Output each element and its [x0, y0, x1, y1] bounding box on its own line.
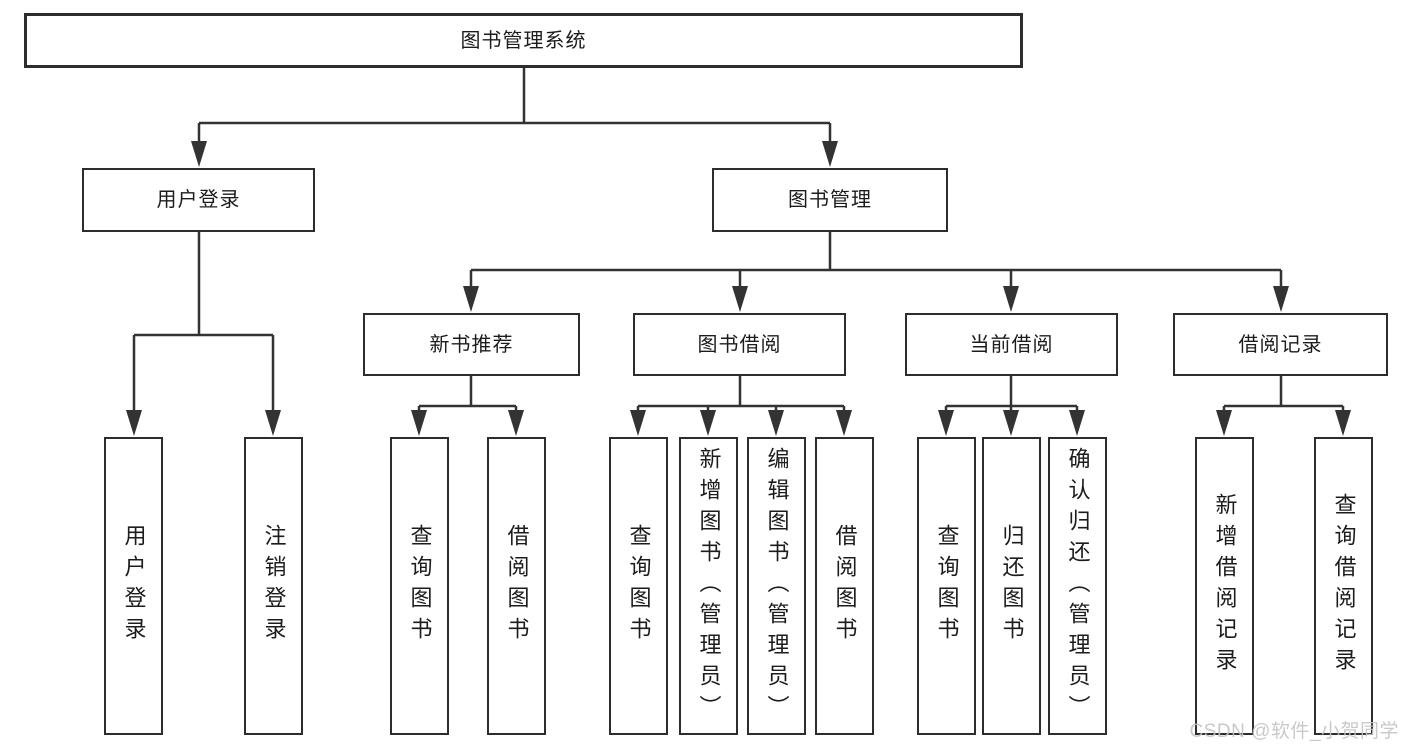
leaf-add-book-admin: 新增图书（管理员）: [679, 437, 738, 735]
node-book-management: 图书管理: [712, 168, 948, 232]
node-current-borrow: 当前借阅: [905, 313, 1118, 376]
node-label: 用户登录: [156, 189, 241, 211]
leaf-borrow-books: 借阅图书: [815, 437, 874, 735]
leaf-confirm-return-admin: 确认归还（管理员）: [1048, 437, 1107, 735]
node-label: 查询借阅记录: [1331, 493, 1357, 679]
node-label: 新书推荐: [429, 333, 514, 356]
node-label: 图书借阅: [697, 333, 782, 356]
leaf-query-books-borrow: 查询图书: [609, 437, 668, 735]
node-label: 图书管理系统: [460, 29, 587, 52]
node-label: 编辑图书（管理员）: [764, 446, 790, 726]
leaf-query-books-current: 查询图书: [917, 437, 976, 735]
leaf-return-books: 归还图书: [982, 437, 1041, 735]
watermark-text: CSDN @软件_小贺同学: [1189, 721, 1399, 742]
node-label: 借阅记录: [1238, 333, 1323, 356]
node-label: 新增借阅记录: [1212, 493, 1238, 679]
node-borrow-records: 借阅记录: [1173, 313, 1388, 376]
node-label: 注销登录: [261, 524, 287, 648]
node-book-borrow: 图书借阅: [633, 313, 846, 376]
leaf-logout-login: 注销登录: [244, 437, 303, 735]
leaf-borrow-books-recommend: 借阅图书: [487, 437, 546, 735]
node-label: 查询图书: [934, 524, 960, 648]
node-new-book-recommend: 新书推荐: [363, 313, 580, 376]
node-label: 借阅图书: [504, 524, 530, 648]
node-label: 用户登录: [121, 524, 147, 648]
node-label: 查询图书: [407, 524, 433, 648]
node-label: 当前借阅: [969, 333, 1054, 356]
leaf-query-books-recommend: 查询图书: [390, 437, 449, 735]
leaf-add-borrow-record: 新增借阅记录: [1195, 437, 1254, 735]
node-label: 确认归还（管理员）: [1065, 446, 1091, 726]
node-label: 新增图书（管理员）: [696, 446, 722, 726]
arrowheads: [126, 141, 1351, 436]
node-label: 查询图书: [626, 524, 652, 648]
node-label: 借阅图书: [832, 524, 858, 648]
leaf-edit-book-admin: 编辑图书（管理员）: [747, 437, 806, 735]
node-label: 图书管理: [788, 189, 872, 211]
node-library-management-system: 图书管理系统: [24, 13, 1023, 68]
node-user-login: 用户登录: [82, 168, 315, 232]
leaf-user-login: 用户登录: [104, 437, 163, 735]
leaf-query-borrow-record: 查询借阅记录: [1314, 437, 1373, 735]
node-label: 归还图书: [999, 524, 1025, 648]
